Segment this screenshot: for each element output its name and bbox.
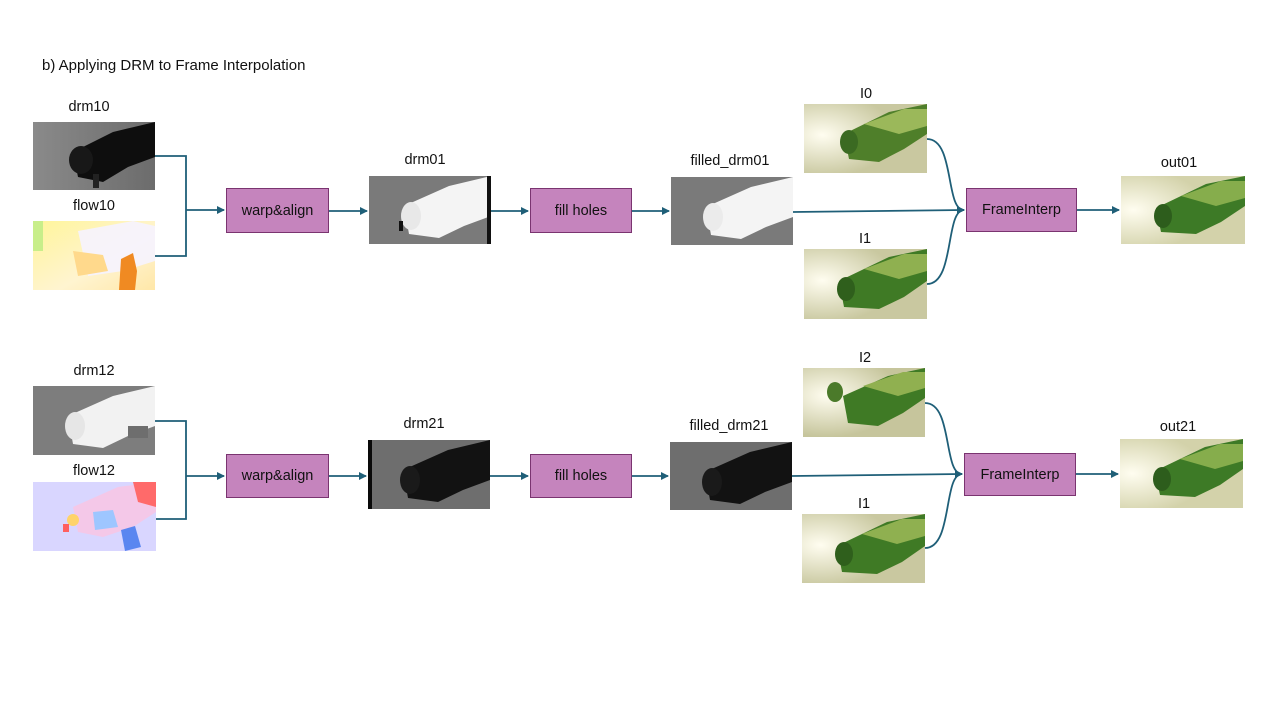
label-filled-drm01: filled_drm01 xyxy=(690,153,770,169)
arrow-filled-to-interp-2 xyxy=(791,470,963,479)
i2-image xyxy=(803,368,925,437)
i1-image-top xyxy=(804,249,927,319)
diagram-title: b) Applying DRM to Frame Interpolation xyxy=(42,57,306,74)
drm01-image xyxy=(369,176,491,244)
label-drm01: drm01 xyxy=(404,152,446,168)
label-i1-top: I1 xyxy=(858,231,872,247)
flow12-image xyxy=(33,482,156,551)
warp-align-box-2: warp&align xyxy=(226,454,329,498)
curve-i1-to-interp-1 xyxy=(926,209,965,285)
label-filled-drm21: filled_drm21 xyxy=(689,418,769,434)
warp-align-box-1: warp&align xyxy=(226,188,329,233)
label-i0: I0 xyxy=(859,86,873,102)
drm12-image xyxy=(33,386,155,455)
label-drm10: drm10 xyxy=(68,99,110,115)
drm10-image xyxy=(33,122,155,190)
out21-image xyxy=(1120,439,1243,508)
i0-image xyxy=(804,104,927,173)
bracket-row1 xyxy=(155,155,187,257)
curve-i2-to-interp xyxy=(924,402,963,478)
filled-drm21-image xyxy=(670,442,792,510)
label-drm12: drm12 xyxy=(73,363,115,379)
curve-i1-to-interp-2 xyxy=(924,473,963,549)
label-drm21: drm21 xyxy=(403,416,445,432)
drm21-image xyxy=(368,440,490,509)
label-flow12: flow12 xyxy=(73,463,115,479)
label-flow10: flow10 xyxy=(73,198,115,214)
flow10-image xyxy=(33,221,155,290)
curve-i0-to-interp xyxy=(926,138,965,214)
label-i1-bottom: I1 xyxy=(857,496,871,512)
label-i2: I2 xyxy=(858,350,872,366)
frame-interp-box-1: FrameInterp xyxy=(966,188,1077,232)
frame-interp-box-2: FrameInterp xyxy=(964,453,1076,496)
fill-holes-box-1: fill holes xyxy=(530,188,632,233)
filled-drm01-image xyxy=(671,177,793,245)
i1-image-bottom xyxy=(802,514,925,583)
label-out01: out01 xyxy=(1160,155,1198,171)
arrow-filled-to-interp-1 xyxy=(792,206,965,215)
bracket-row2 xyxy=(155,420,187,520)
fill-holes-box-2: fill holes xyxy=(530,454,632,498)
out01-image xyxy=(1121,176,1245,244)
label-out21: out21 xyxy=(1159,419,1197,435)
